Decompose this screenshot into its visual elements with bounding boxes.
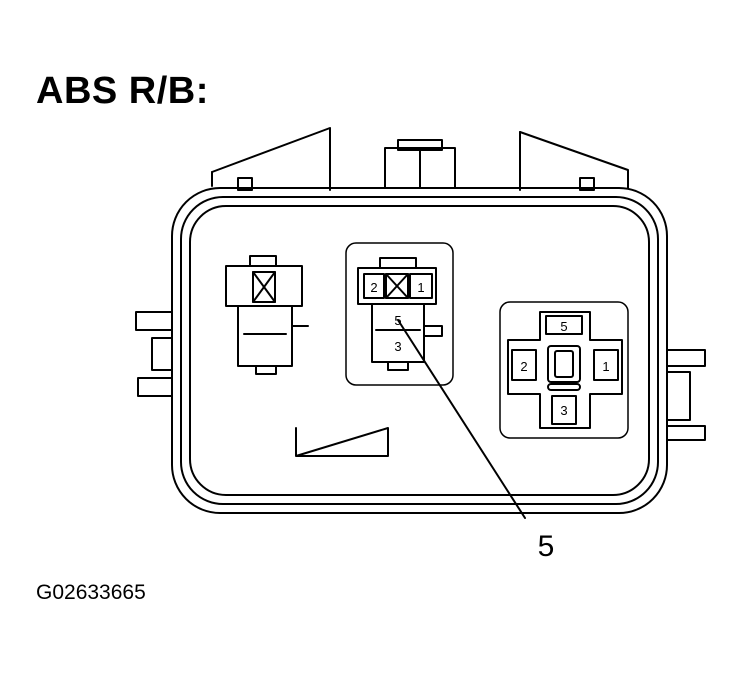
relay-large (499, 301, 629, 439)
empty-relay-socket (225, 255, 309, 375)
relay-large-pin-5: 5 (560, 319, 567, 334)
relay-small (345, 242, 454, 386)
relay-small-pin-1: 1 (417, 280, 424, 295)
relay-large-pin-1: 1 (602, 359, 609, 374)
wedge-marking (295, 427, 389, 457)
relay-small-pin-2: 2 (370, 280, 377, 295)
relay-large-pin-2: 2 (520, 359, 527, 374)
callout-leader-line (397, 319, 526, 519)
relay-large-labels: 5 2 1 3 (520, 319, 609, 418)
relay-small-labels: 2 1 5 3 (370, 280, 424, 354)
relay-block-housing (171, 187, 668, 514)
housing-top-ribs (211, 127, 629, 191)
diagram-title: ABS R/B: (36, 70, 209, 112)
housing-right-tabs (666, 349, 706, 441)
relay-small-pin-3: 3 (394, 339, 401, 354)
relay-large-pin-3: 3 (560, 403, 567, 418)
callout-label: 5 (538, 530, 555, 563)
housing-left-tabs (135, 311, 173, 397)
figure-code: G02633665 (36, 581, 146, 604)
